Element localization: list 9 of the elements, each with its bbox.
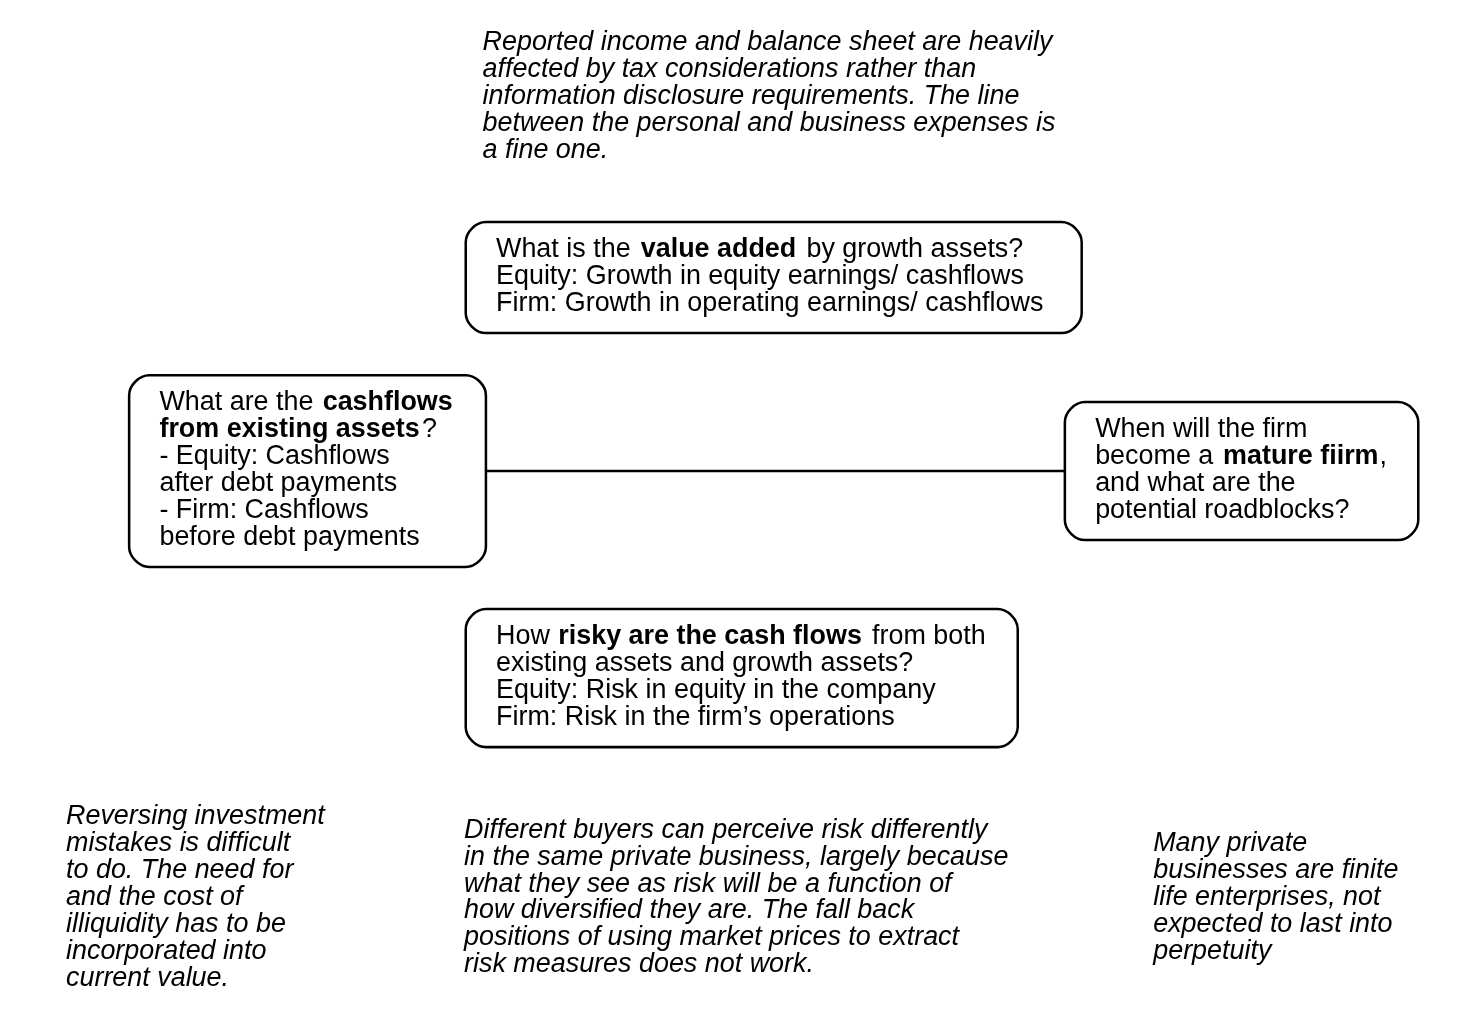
node-box: When will the firm become a mature fiirm, and what are the potential roadblocks? bbox=[1063, 400, 1420, 542]
node-box: What is the value added by growth assets? Equity: Growth in equity earnings/ cashflows Firm: Growth in operating earnings/ cashflows bbox=[464, 220, 1083, 335]
connector bbox=[486, 469, 1065, 473]
label: Different buyers can perceive risk differently in the same private business, largely because what they see as risk will be a function of how diversified they are. The fall back positions of using market prices to extract risk measures does not work. bbox=[464, 813, 1009, 979]
node-box: What are the cashflows from existing assets? - Equity: Cashflows after debt payments - Firm: Cashflows before debt payments bbox=[127, 373, 488, 569]
label: Reversing investment mistakes is difficult to do. The need for and the cost of illiquidity has to be incorporated into current value. bbox=[66, 800, 325, 992]
label: Reported income and balance sheet are heavily affected by tax considerations rather than information disclosure requirements. The line between the personal and business expenses is a fine one. bbox=[482, 26, 1056, 164]
label: Many private businesses are finite life enterprises, not expected to last into perpetuity bbox=[1153, 827, 1399, 965]
node-box: How risky are the cash flows from both existing assets and growth assets? Equity: Risk in equity in the company Firm: Risk in the firm’s operations bbox=[464, 607, 1019, 749]
